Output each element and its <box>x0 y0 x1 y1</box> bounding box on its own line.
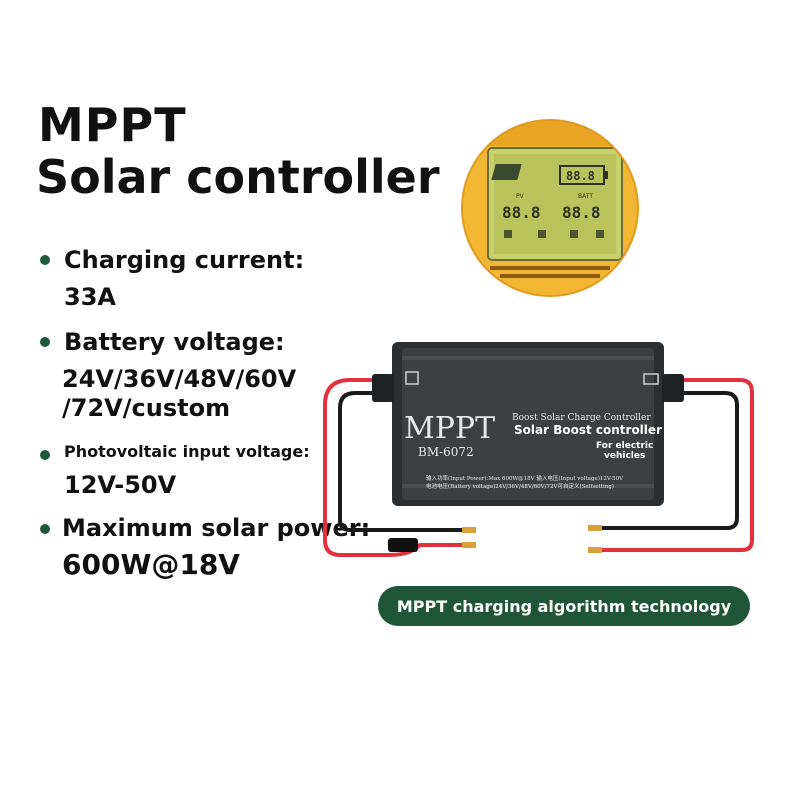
lcd-batt-label: BATT <box>578 193 593 200</box>
bullet-dot <box>40 337 50 347</box>
battery-icon <box>559 165 608 185</box>
algorithm-banner: MPPT charging algorithm technology <box>378 586 750 626</box>
right-cable-gland <box>662 374 684 402</box>
max-solar-power-value: 600W@18V <box>62 548 240 581</box>
controller-subtitle: Boost Solar Charge Controller <box>512 413 651 423</box>
controller-brand: MPPT <box>404 411 495 446</box>
controller-spec-line2: 电池电压(Battery voltage)24V/36V/48V/60V/72V… <box>426 482 614 490</box>
lcd-pv-label: PV <box>516 193 525 200</box>
battery-voltage-value-line2: /72V/custom <box>62 394 231 422</box>
lcd-digits-right: 88.8 <box>562 203 601 222</box>
lcd-digits-top: 88.8 <box>566 169 595 183</box>
bullet-dot <box>40 255 50 265</box>
controller-model: BM-6072 <box>418 445 474 459</box>
pv-input-voltage-label: Photovoltaic input voltage: <box>64 442 310 461</box>
controller-spec-line1: 输入功率(Input Power):Max 600W@18V 输入电压(Inpu… <box>426 474 624 482</box>
bullet-dot <box>40 524 50 534</box>
controller-overlay-title: Solar Boost controller <box>514 423 662 437</box>
pv-input-voltage-value: 12V-50V <box>64 471 177 499</box>
battery-voltage-label: Battery voltage: <box>64 328 285 356</box>
left-cable-gland <box>372 374 394 402</box>
title-line1: MPPT <box>38 98 187 152</box>
controller-device: MPPT BM-6072 Boost Solar Charge Controll… <box>372 342 684 506</box>
max-solar-power-label: Maximum solar power: <box>62 514 371 542</box>
controller-tag-line2: vehicles <box>604 451 645 461</box>
title-line2: Solar controller <box>36 150 440 204</box>
bullet-dot <box>40 450 50 460</box>
battery-voltage-value-line1: 24V/36V/48V/60V <box>62 365 297 393</box>
charging-current-label: Charging current: <box>64 246 305 274</box>
solar-panel-icon <box>491 164 522 180</box>
controller-tag-line1: For electric <box>596 441 653 451</box>
charging-current-value: 33A <box>64 283 116 311</box>
lcd-digits-left: 88.8 <box>502 203 541 222</box>
lcd-display-image: 88.8 PV BATT 88.8 88.8 <box>461 119 639 297</box>
